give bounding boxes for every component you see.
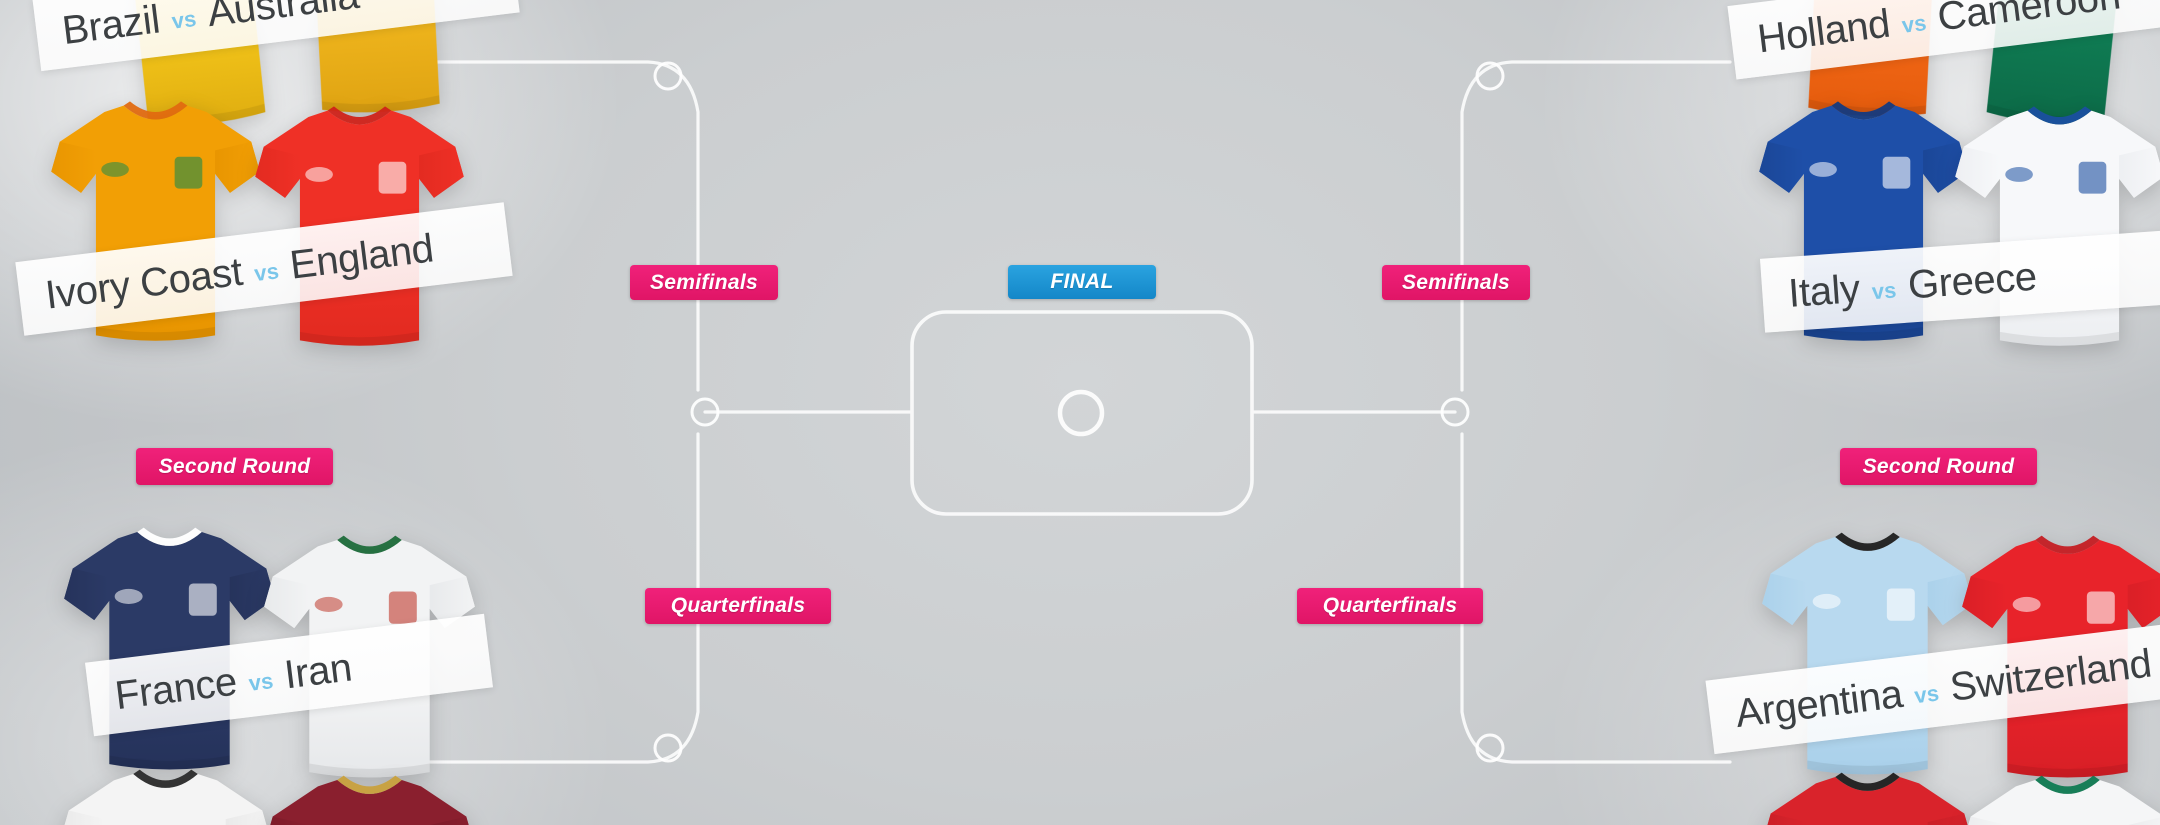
team-home: Holland [1755, 1, 1893, 61]
line-right-upper [1460, 60, 1732, 392]
node-mid-right [1440, 397, 1470, 427]
round-badge-label: Semifinals [1401, 270, 1511, 294]
team-home: Brazil [59, 0, 163, 53]
final-center-circle [1057, 389, 1105, 437]
vs-separator: vs [1871, 277, 1898, 305]
line-right-lower [1460, 432, 1732, 764]
round-badge-label: Quarterfinals [1322, 594, 1458, 617]
team-home: Italy [1786, 266, 1862, 316]
node-mid-left [690, 397, 720, 427]
jersey-russia [262, 768, 477, 825]
round-badge-label: Second Round [1862, 454, 2015, 478]
jersey-australia [264, 0, 487, 123]
round-badge-label: FINAL [1050, 270, 1114, 293]
team-home: France [112, 659, 240, 718]
node-top-right [1475, 61, 1505, 91]
round-badge-second-round-right[interactable]: Second Round [1840, 448, 2037, 485]
team-home: Argentina [1733, 671, 1905, 736]
jersey-germany [58, 762, 273, 825]
round-badge-quarterfinals-right[interactable]: Quarterfinals [1297, 588, 1483, 624]
team-away: Switzerland [1947, 640, 2154, 710]
final-box [910, 310, 1254, 516]
round-badge-label: Semifinals [649, 270, 759, 294]
vs-separator: vs [252, 258, 281, 287]
vs-separator: vs [1900, 10, 1928, 38]
node-top-left [653, 61, 683, 91]
vs-separator: vs [170, 5, 198, 34]
jersey-algeria [1960, 768, 2160, 825]
node-bottom-right [1475, 733, 1505, 763]
round-badge-semifinals-right[interactable]: Semifinals [1382, 265, 1530, 300]
jersey-belgium [1760, 765, 1975, 825]
team-away: Australia [204, 0, 362, 35]
team-away: Cameroon [1935, 0, 2123, 39]
round-badge-label: Quarterfinals [670, 594, 806, 617]
vs-separator: vs [1912, 680, 1941, 709]
team-away: Greece [1906, 254, 2039, 308]
round-badge-label: Second Round [158, 454, 311, 478]
vs-separator: vs [247, 668, 275, 696]
round-badge-quarterfinals-left[interactable]: Quarterfinals [645, 588, 831, 624]
team-home: Ivory Coast [42, 249, 245, 318]
team-away: Iran [281, 645, 355, 697]
round-badge-semifinals-left[interactable]: Semifinals [630, 265, 778, 300]
round-badge-final[interactable]: FINAL [1008, 265, 1156, 299]
node-bottom-left [653, 733, 683, 763]
round-badge-second-round-left[interactable]: Second Round [136, 448, 333, 485]
team-away: England [287, 225, 436, 288]
